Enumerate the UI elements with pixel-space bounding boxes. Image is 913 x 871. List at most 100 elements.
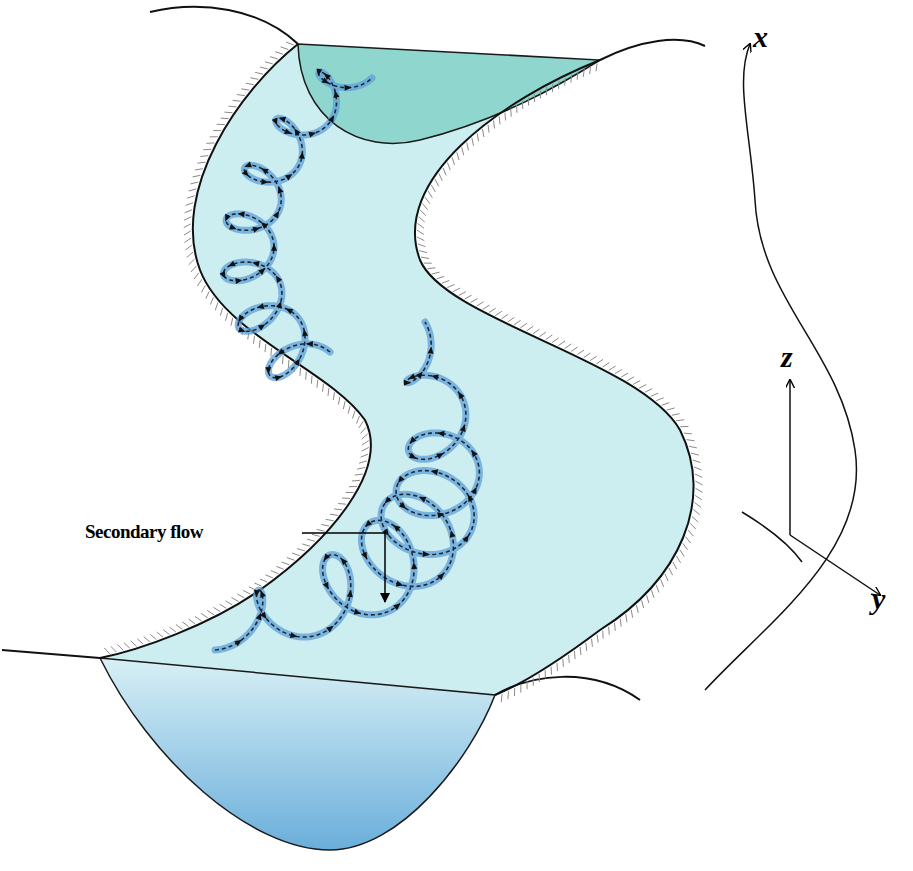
downstream-cross-section — [100, 658, 495, 850]
flow-arrowhead — [361, 552, 369, 561]
hatch-mark — [422, 204, 427, 210]
hatch-mark — [299, 368, 301, 376]
hatch-mark — [203, 149, 211, 151]
hatch-mark — [233, 100, 241, 102]
flow-arrowhead — [344, 84, 351, 90]
hatch-mark — [656, 585, 659, 593]
hatch-mark — [577, 72, 579, 80]
callout-label: Secondary flow — [85, 521, 203, 543]
flow-arrowhead — [284, 128, 293, 136]
hatch-mark — [695, 502, 701, 507]
hatch-mark — [687, 440, 695, 441]
hatch-mark — [661, 579, 664, 586]
flow-arrowhead — [328, 114, 337, 123]
hatch-mark — [282, 356, 284, 364]
hatch-mark — [692, 516, 698, 522]
hatch-mark — [186, 203, 194, 206]
hatch-mark — [431, 185, 435, 192]
hatch-mark — [265, 62, 273, 64]
hatch-mark — [596, 63, 597, 71]
hatch-mark — [690, 523, 696, 529]
hatch-mark — [316, 380, 318, 388]
hatch-mark — [647, 595, 649, 603]
hatch-mark — [483, 305, 490, 309]
flow-arrowhead — [338, 556, 347, 565]
hatch-mark — [226, 601, 233, 605]
hatch-mark — [124, 643, 130, 649]
hatch-mark — [276, 566, 284, 569]
hatch-mark — [270, 348, 272, 356]
flow-arrowhead — [382, 496, 391, 505]
hatch-mark — [667, 408, 675, 410]
hatch-mark — [626, 614, 627, 622]
hatch-mark — [346, 492, 354, 493]
hatch-mark — [645, 389, 652, 392]
hatch-mark — [620, 619, 621, 627]
flow-arrowhead — [354, 609, 362, 617]
hatch-mark — [189, 619, 196, 624]
hatch-mark — [508, 317, 515, 322]
hatch-mark — [281, 47, 289, 50]
hatch-mark — [206, 291, 209, 298]
hatch-mark — [224, 112, 232, 114]
hatch-mark — [185, 245, 191, 250]
hatch-mark — [213, 607, 220, 611]
hatch-mark — [642, 600, 644, 608]
hatch-mark — [432, 272, 440, 274]
transverse-arc — [742, 512, 802, 562]
hatch-mark — [424, 263, 432, 264]
hatch-mark — [184, 231, 191, 235]
hatch-mark — [527, 681, 528, 689]
hatch-mark — [688, 530, 693, 536]
hatch-mark — [662, 403, 670, 406]
hatch-mark — [627, 377, 634, 381]
hatch-mark — [453, 288, 460, 292]
flow-arrowhead — [471, 486, 479, 495]
hatch-mark — [540, 90, 541, 98]
flow-arrowhead — [407, 436, 416, 445]
hatch-mark — [528, 97, 529, 105]
flow-arrowhead — [258, 266, 267, 275]
hatch-mark — [184, 238, 191, 243]
hatch-mark — [439, 173, 442, 180]
hatch-mark — [437, 276, 445, 278]
hatch-mark — [539, 332, 546, 337]
hatch-mark — [213, 130, 221, 131]
hatch-mark — [686, 537, 691, 543]
hatch-mark — [680, 550, 684, 557]
flow-arrowhead — [260, 612, 269, 621]
hatch-mark — [333, 392, 334, 400]
hatch-mark — [467, 143, 469, 151]
hatch-mark — [590, 356, 597, 360]
flow-arrowhead — [229, 224, 238, 232]
hatch-mark — [265, 575, 272, 578]
hatch-mark — [357, 467, 365, 469]
hatch-mark — [189, 189, 197, 191]
flow-arrowhead — [271, 244, 277, 251]
leader-line — [302, 533, 385, 602]
hatch-mark — [442, 280, 450, 283]
hatch-mark — [684, 433, 692, 435]
hatch-mark — [207, 610, 214, 614]
hatch-mark — [195, 616, 202, 621]
flow-arrowhead — [409, 453, 418, 462]
hatch-mark — [533, 329, 540, 334]
hatch-mark — [215, 303, 218, 311]
hatch-mark — [546, 335, 553, 340]
hatch-mark — [226, 313, 228, 321]
hatch-mark — [615, 370, 622, 374]
hatch-mark — [193, 175, 201, 177]
flow-arrowhead — [396, 476, 405, 485]
hatch-mark — [297, 549, 305, 551]
y-axis — [790, 535, 880, 595]
hatch-mark — [552, 84, 553, 92]
flow-arrowhead — [315, 68, 322, 76]
flow-arrowhead — [469, 448, 478, 457]
hatch-mark — [287, 558, 295, 561]
hatch-mark — [501, 314, 508, 319]
hatch-mark — [510, 109, 512, 117]
flow-arrowhead — [437, 511, 445, 518]
hatch-mark — [551, 667, 552, 675]
hatch-mark — [117, 645, 123, 651]
flow-arrowhead — [292, 127, 301, 136]
